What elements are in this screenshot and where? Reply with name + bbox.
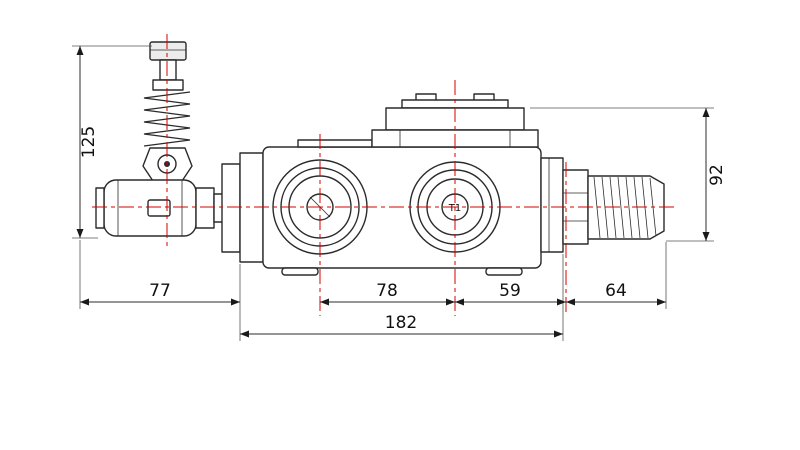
dimension-92: 92 bbox=[530, 107, 727, 242]
dim-label-77: 77 bbox=[149, 281, 171, 301]
body-foot bbox=[281, 267, 319, 276]
handle-knob bbox=[149, 41, 187, 61]
dim-label-59: 59 bbox=[499, 281, 521, 301]
dimension-125: 125 bbox=[72, 45, 152, 239]
elbow-plug bbox=[147, 199, 171, 217]
body-top-ridge bbox=[297, 139, 373, 148]
dimension-77: 77 bbox=[80, 281, 240, 306]
dim-label-92: 92 bbox=[707, 164, 727, 186]
handle-stem bbox=[159, 59, 177, 81]
centerlines bbox=[92, 34, 676, 316]
handle-collar bbox=[152, 79, 184, 91]
dimension-182: 182 bbox=[240, 313, 563, 338]
left-cap-outer bbox=[221, 163, 241, 253]
dim-label-125: 125 bbox=[79, 126, 99, 158]
dimension-78: 78 bbox=[320, 281, 455, 306]
elbow-fitting bbox=[95, 179, 225, 237]
dimension-59: 59 bbox=[455, 281, 566, 306]
dim-label-78: 78 bbox=[376, 281, 398, 301]
dim-label-64: 64 bbox=[605, 281, 627, 301]
elbow-adapter bbox=[195, 187, 215, 229]
right-flange bbox=[540, 157, 564, 253]
right-fitting bbox=[540, 157, 665, 253]
body-foot bbox=[485, 267, 523, 276]
dim-label-182: 182 bbox=[385, 313, 417, 333]
dimension-64: 64 bbox=[566, 281, 666, 306]
elbow-end-cap bbox=[95, 187, 105, 229]
handle-assembly bbox=[142, 41, 193, 185]
